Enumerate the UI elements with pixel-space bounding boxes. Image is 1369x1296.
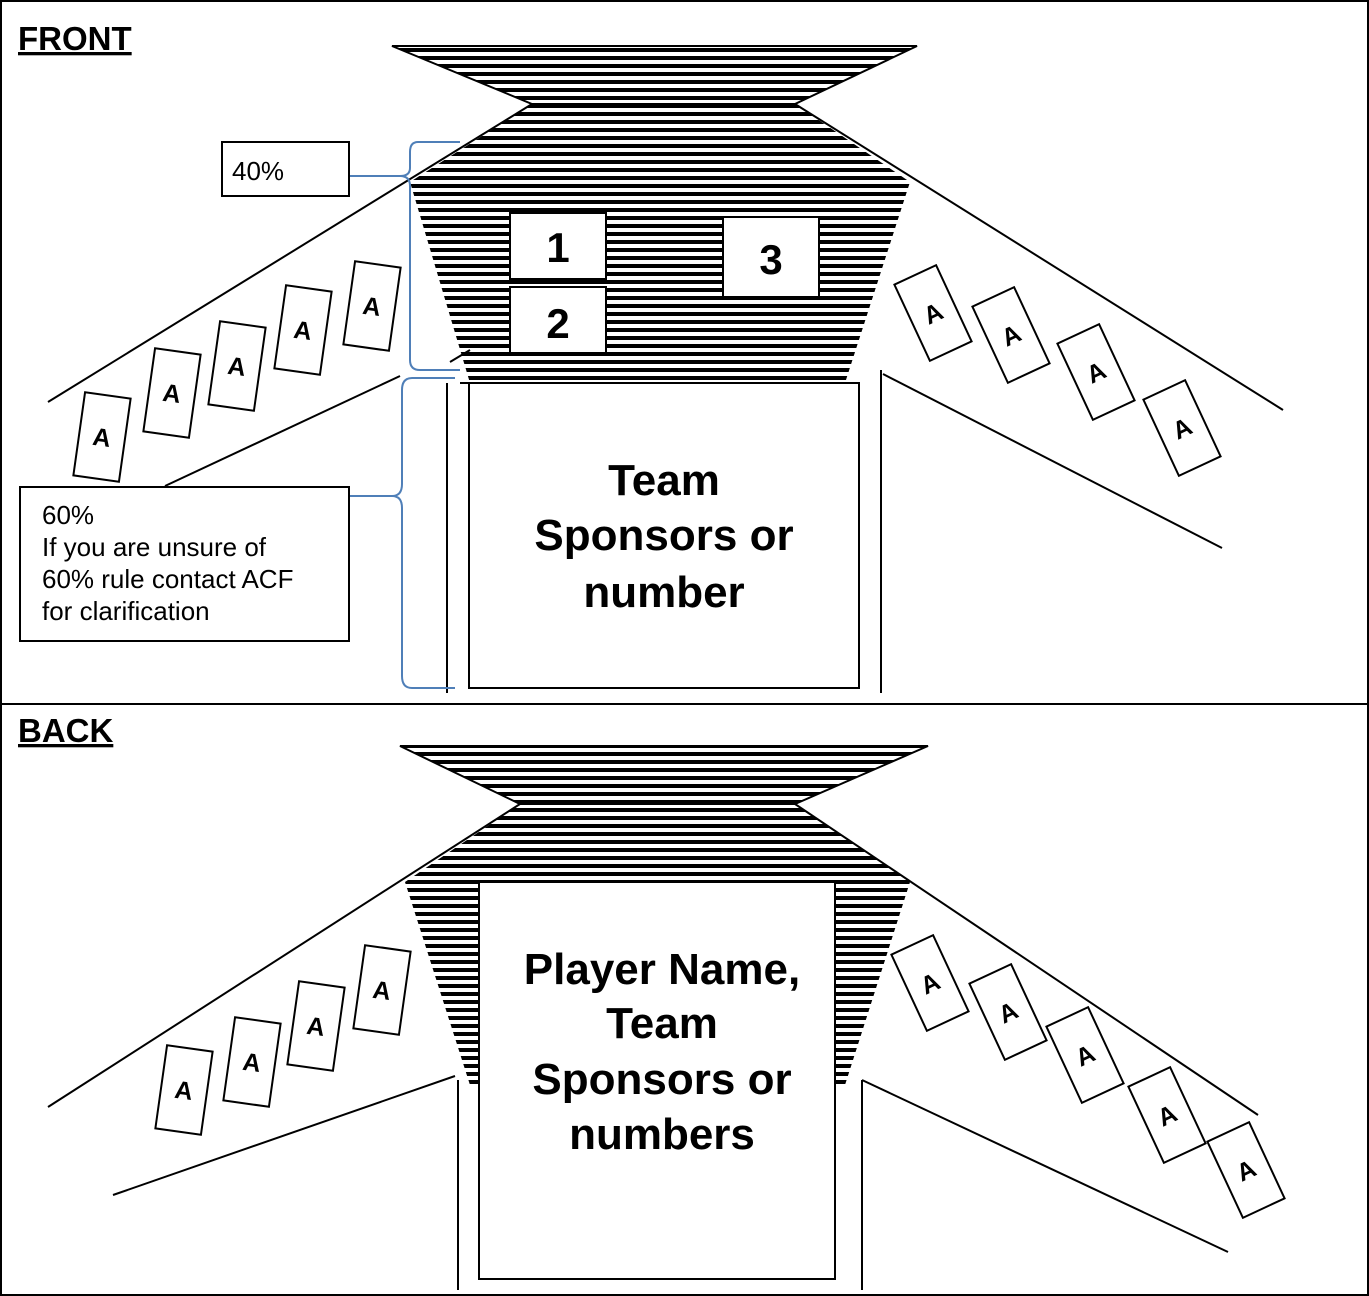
- back-center-panel: [478, 881, 836, 1280]
- back-left-side-panel: [405, 882, 480, 1085]
- front-60-percent-line-1: 60%: [42, 500, 94, 530]
- svg-text:A: A: [292, 316, 314, 346]
- front-40-percent-bracket: [350, 141, 460, 371]
- front-collar: [391, 45, 918, 105]
- front-60-percent-bracket: [350, 377, 455, 689]
- front-logo-zone-1: [509, 212, 607, 280]
- front-logo-zone-2: [509, 286, 607, 354]
- svg-text:A: A: [361, 292, 383, 322]
- front-center-panel: [468, 382, 860, 689]
- front-60-percent-line-2: If you are unsure of: [42, 532, 267, 562]
- svg-text:A: A: [161, 379, 183, 409]
- back-right-sleeve-bottom-edge: [861, 1079, 1229, 1253]
- back-left-badge-2: A: [222, 1016, 282, 1108]
- front-section: FRONT 1 2 3 Team Sponsors or number: [18, 20, 1284, 693]
- back-left-sleeve-bottom-edge: [112, 1075, 456, 1196]
- back-right-badge-4: A: [1127, 1065, 1207, 1165]
- back-right-sleeve-top-edge: [794, 803, 1259, 1116]
- front-left-badge-1: A: [72, 391, 132, 483]
- front-center-panel-line-3: number: [583, 568, 744, 617]
- front-heading: FRONT: [18, 20, 132, 57]
- front-40-percent-label: 40%: [232, 156, 284, 186]
- back-center-panel-line-1: Player Name,: [524, 945, 800, 994]
- back-left-sleeve-badges: A A A A: [154, 944, 412, 1136]
- front-left-sleeve-top-edge: [47, 103, 533, 403]
- front-left-badge-3: A: [207, 320, 267, 412]
- svg-text:A: A: [305, 1012, 327, 1042]
- front-logo-zone-3-label: 3: [759, 236, 782, 283]
- back-left-badge-1: A: [154, 1044, 214, 1136]
- front-right-badge-1: A: [893, 263, 973, 363]
- front-center-panel-line-1: Team: [608, 456, 720, 505]
- back-center-panel-line-2: Team: [606, 999, 718, 1048]
- back-center-panel-line-3: Sponsors or: [532, 1055, 791, 1104]
- back-right-sleeve-badges: A A A A A: [890, 933, 1286, 1220]
- front-left-badge-4: A: [273, 284, 333, 376]
- front-left-sleeve-bottom-edge: [164, 375, 401, 487]
- svg-text:A: A: [371, 976, 393, 1006]
- front-right-sleeve-badges: A A A A: [893, 263, 1222, 478]
- front-right-badge-3: A: [1056, 322, 1136, 422]
- front-60-percent-line-3: 60% rule contact ACF: [42, 564, 293, 594]
- front-shoulder-yoke: [410, 104, 910, 182]
- front-right-sleeve-bottom-edge: [882, 373, 1223, 549]
- front-right-badge-4: A: [1142, 378, 1222, 478]
- back-right-badge-5: A: [1206, 1120, 1286, 1220]
- back-left-badge-3: A: [286, 980, 346, 1072]
- back-left-sleeve-top-edge: [47, 803, 521, 1108]
- front-right-side-panel: [840, 182, 910, 383]
- back-right-badge-1: A: [890, 933, 970, 1033]
- front-logo-zone-2-label: 2: [546, 300, 569, 347]
- front-left-side-panel: [410, 182, 478, 383]
- front-60-percent-box: [19, 486, 350, 642]
- front-left-armpit: [449, 349, 471, 363]
- front-60-percent-line-4: for clarification: [42, 596, 210, 626]
- back-center-panel-line-4: numbers: [569, 1110, 755, 1159]
- back-right-side-panel: [835, 882, 910, 1085]
- front-logo-zone-1-label: 1: [546, 224, 569, 271]
- svg-text:A: A: [173, 1076, 195, 1106]
- front-center-panel-line-2: Sponsors or: [534, 511, 793, 560]
- front-left-sleeve-badges: A A A A A: [72, 260, 402, 483]
- front-left-badge-2: A: [142, 347, 202, 439]
- svg-text:A: A: [91, 423, 113, 453]
- back-section: BACK Player Name, Team Sponsors or numbe…: [18, 712, 1286, 1290]
- front-logo-zone-3: [722, 216, 820, 298]
- front-right-sleeve-top-edge: [794, 103, 1284, 411]
- svg-text:A: A: [226, 352, 248, 382]
- back-left-badge-4: A: [352, 944, 412, 1036]
- front-left-badge-5: A: [342, 260, 402, 352]
- front-40-percent-box: [221, 141, 350, 197]
- front-right-badge-2: A: [971, 285, 1051, 385]
- back-right-badge-3: A: [1045, 1005, 1125, 1105]
- back-heading: BACK: [18, 712, 113, 749]
- back-collar: [399, 745, 929, 805]
- back-right-badge-2: A: [968, 962, 1048, 1062]
- svg-text:A: A: [241, 1048, 263, 1078]
- back-shoulder-yoke: [405, 804, 910, 882]
